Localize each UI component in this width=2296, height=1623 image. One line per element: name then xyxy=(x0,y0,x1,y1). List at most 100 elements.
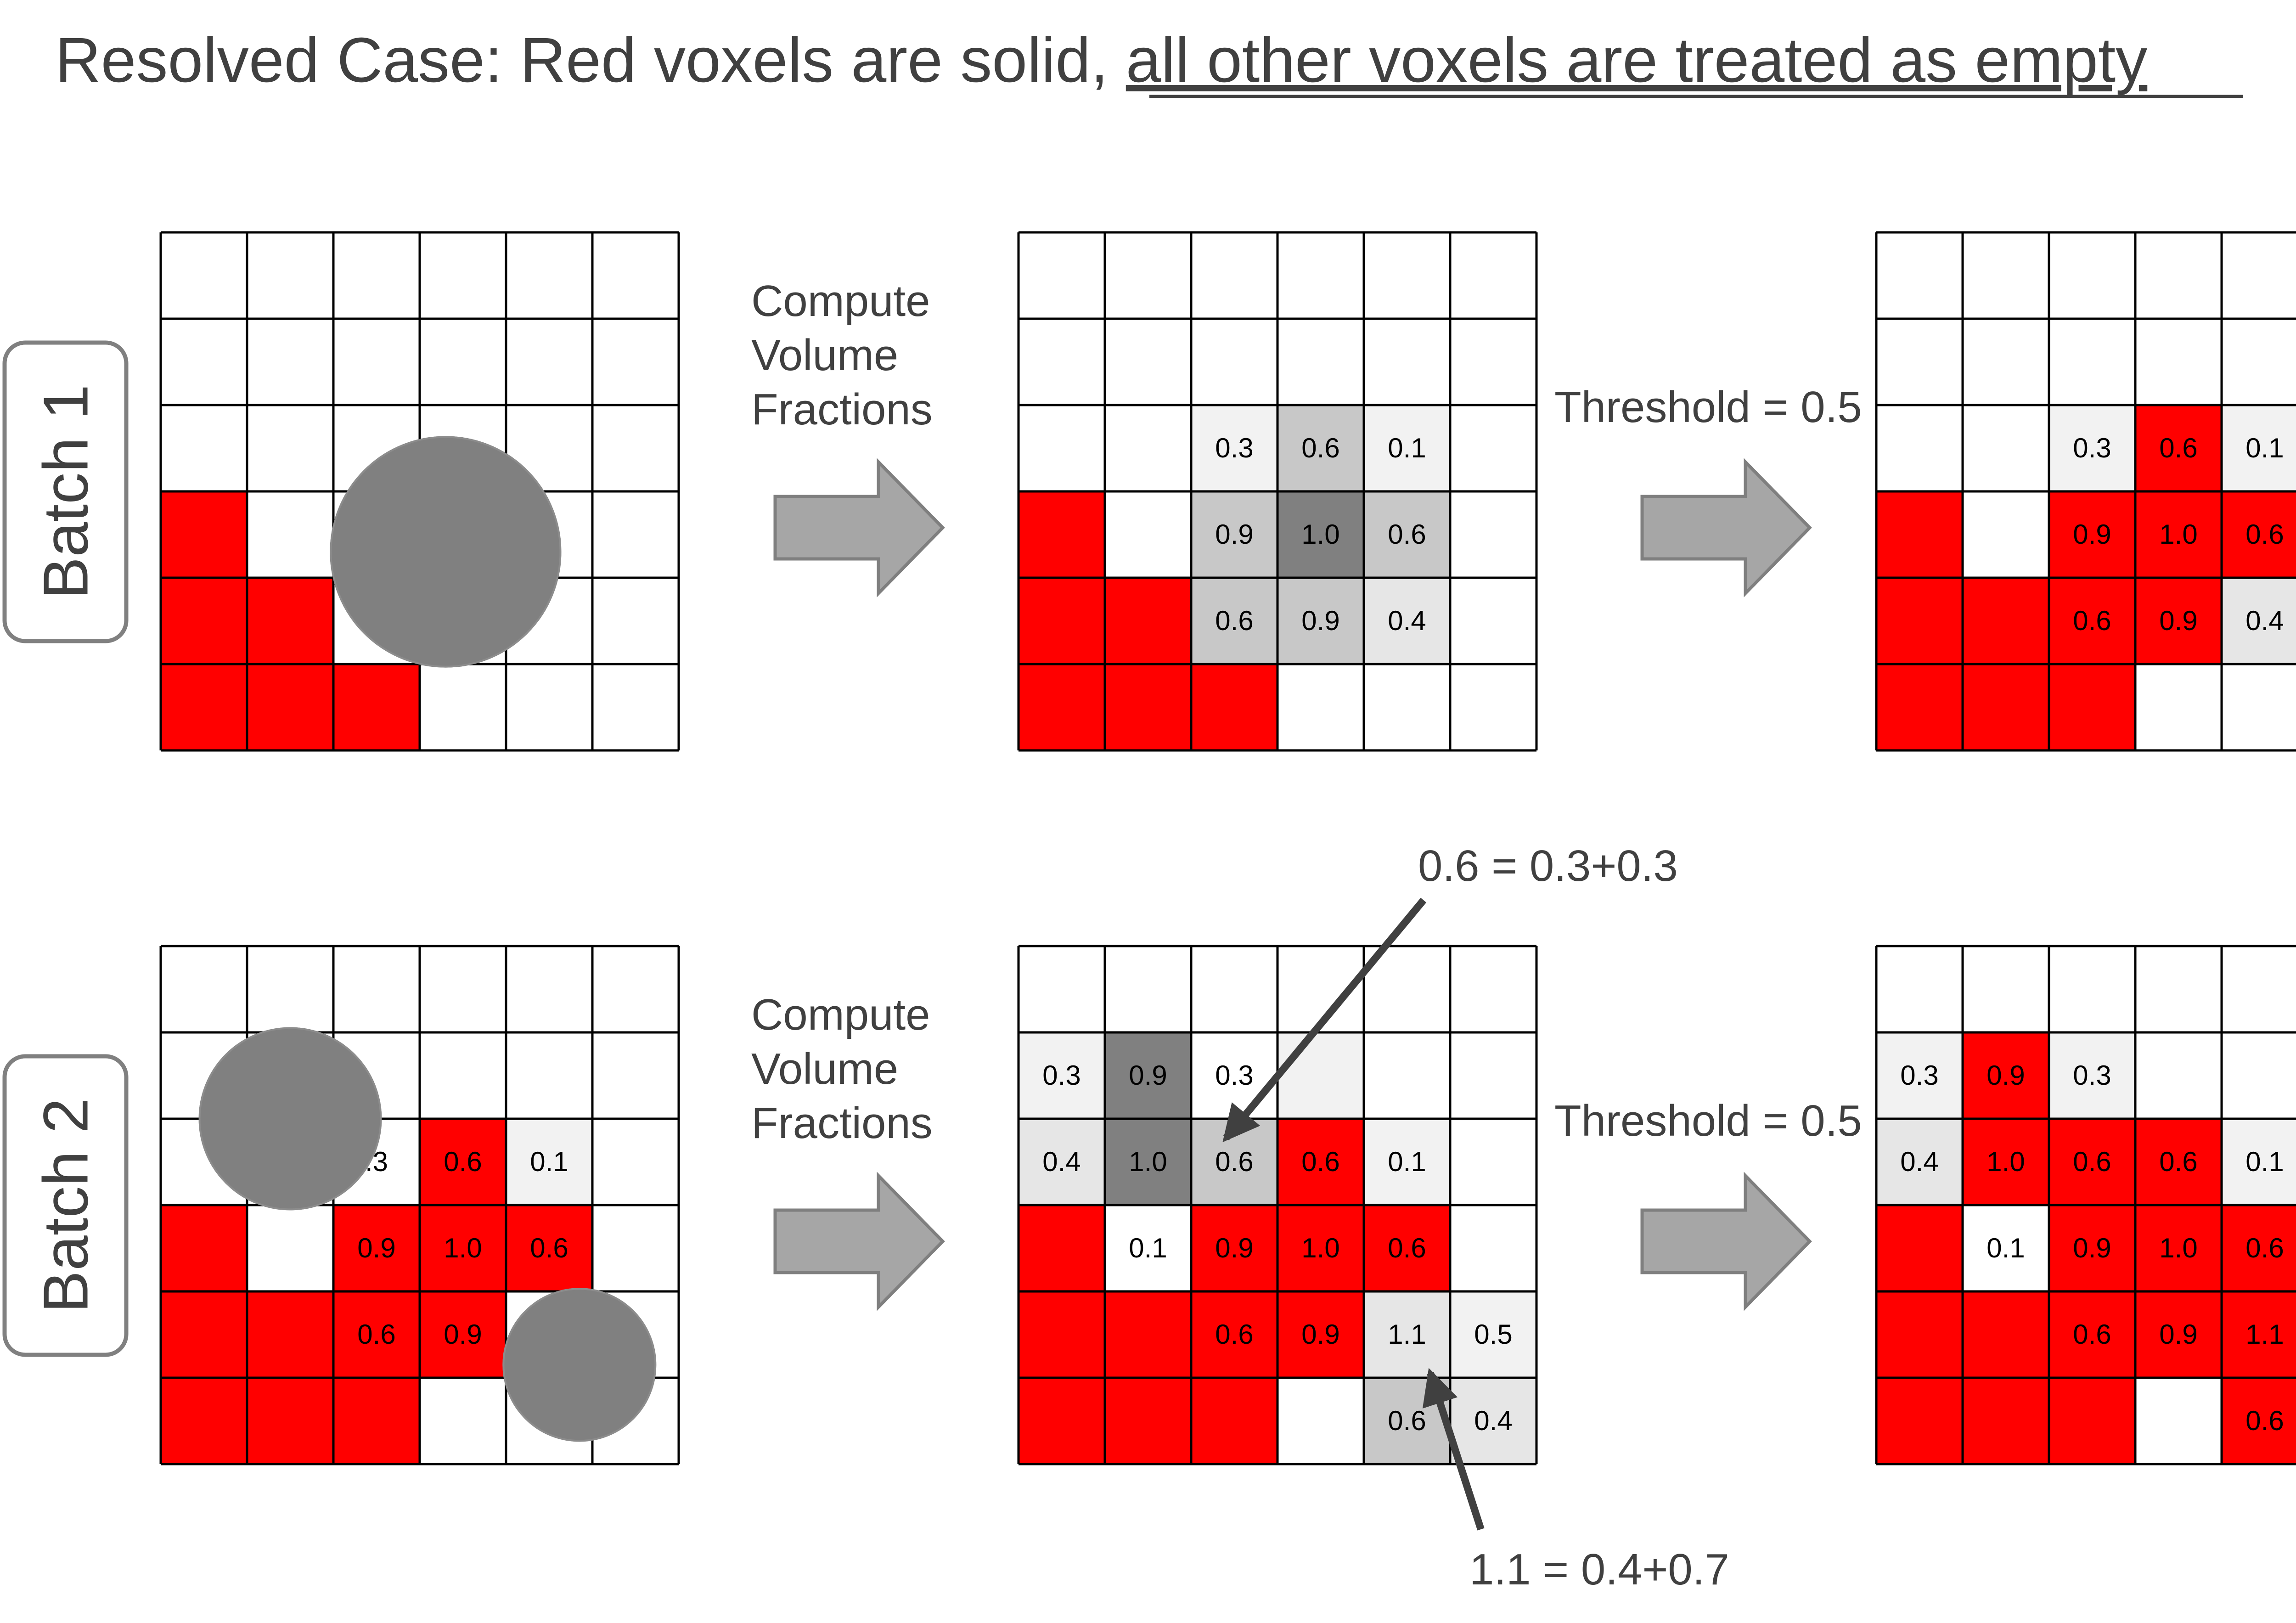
voxel-cell xyxy=(247,491,333,578)
voxel-cell xyxy=(1450,232,1536,319)
solid-voxel xyxy=(247,578,333,664)
threshold-label: Threshold = 0.5 xyxy=(1554,1096,1862,1145)
voxel-value: 0.1 xyxy=(1986,1233,2025,1263)
voxel-value: 0.6 xyxy=(1388,519,1426,550)
solid-voxel xyxy=(2049,491,2135,578)
voxel-cell xyxy=(1191,405,1277,491)
voxel-cell xyxy=(1450,578,1536,664)
voxel-cell xyxy=(1364,1032,1450,1119)
voxel-value: 1.0 xyxy=(2159,1233,2197,1263)
solid-voxel xyxy=(161,1291,247,1378)
solid-voxel xyxy=(1191,1291,1277,1378)
voxel-value: 0.6 xyxy=(1388,1405,1426,1436)
voxel-cell xyxy=(420,946,506,1032)
solid-voxel xyxy=(1963,578,2049,664)
annotation-arrow-top xyxy=(1222,897,1427,1143)
solid-voxel xyxy=(161,1205,247,1291)
solid-voxel xyxy=(420,1291,506,1378)
voxel-cell xyxy=(592,1205,679,1291)
solid-voxel xyxy=(1876,578,1963,664)
voxel-value: 0.6 xyxy=(444,1146,482,1177)
title-prefix: Resolved Case: Red voxels are solid, xyxy=(55,25,1126,96)
voxel-cell xyxy=(420,1032,506,1119)
voxel-cell xyxy=(1277,405,1364,491)
voxel-cell xyxy=(2135,319,2222,405)
compute-label-line: Fractions xyxy=(751,1099,933,1148)
voxel-value: 1.0 xyxy=(1129,1146,1167,1177)
voxel-cell xyxy=(1191,946,1277,1032)
voxel-cell xyxy=(333,946,420,1032)
voxel-value: 1.0 xyxy=(1986,1146,2025,1177)
voxel-cell xyxy=(333,319,420,405)
voxel-value: 0.9 xyxy=(1301,1319,1339,1350)
voxel-cell xyxy=(1277,1378,1364,1464)
solid-voxel xyxy=(1963,1032,2049,1119)
voxel-cell xyxy=(2222,1119,2296,1205)
threshold-label: Threshold = 0.5 xyxy=(1554,383,1862,432)
voxel-value: 1.0 xyxy=(1301,519,1339,550)
solid-voxel xyxy=(1019,1291,1105,1378)
voxel-cell xyxy=(1019,232,1105,319)
voxel-cell xyxy=(1450,491,1536,578)
batch-label-box xyxy=(2,1054,129,1357)
voxel-cell xyxy=(2222,319,2296,405)
solid-voxel xyxy=(1364,1205,1450,1291)
voxel-cell xyxy=(1963,405,2049,491)
voxel-cell xyxy=(1105,232,1191,319)
voxel-cell xyxy=(1105,946,1191,1032)
voxel-value: 0.3 xyxy=(1215,433,1253,463)
annotations: 0.6 = 0.3+0.31.1 = 0.4+0.7 xyxy=(1222,841,1729,1594)
solid-voxel xyxy=(1277,1291,1364,1378)
solid-voxel xyxy=(161,664,247,750)
threshold-arrow xyxy=(1640,458,1812,597)
compute-label-line: Fractions xyxy=(751,385,933,434)
voxel-cell xyxy=(592,946,679,1032)
voxel-value: 0.9 xyxy=(2073,1233,2111,1263)
solid-voxel xyxy=(2135,405,2222,491)
voxel-cell xyxy=(247,319,333,405)
voxel-cell xyxy=(1191,319,1277,405)
voxel-cell xyxy=(1105,491,1191,578)
voxel-value: 0.3 xyxy=(1215,1060,1253,1091)
solid-voxel xyxy=(1019,1205,1105,1291)
voxel-cell xyxy=(2049,319,2135,405)
solid-voxel xyxy=(333,664,420,750)
solid-voxel xyxy=(506,1205,592,1291)
voxel-value: 0.9 xyxy=(444,1319,482,1350)
voxel-cell xyxy=(1105,319,1191,405)
title-underlined: all other voxels are treated as empty xyxy=(1126,25,2147,96)
voxel-cell xyxy=(161,319,247,405)
voxel-cell xyxy=(2222,578,2296,664)
voxel-cell xyxy=(161,946,247,1032)
voxel-value: 1.1 xyxy=(2245,1319,2284,1350)
solid-voxel xyxy=(1019,491,1105,578)
voxel-cell xyxy=(1105,1032,1191,1119)
voxel-value: 0.1 xyxy=(1129,1233,1167,1263)
voxel-cell xyxy=(1105,1205,1191,1291)
voxel-cell xyxy=(161,232,247,319)
compute-arrow xyxy=(773,1172,945,1311)
voxel-value: 0.9 xyxy=(1301,605,1339,636)
voxel-cell xyxy=(506,1032,592,1119)
voxel-value: 0.1 xyxy=(2245,1146,2284,1177)
voxel-cell xyxy=(1450,664,1536,750)
solid-voxel xyxy=(333,1291,420,1378)
voxel-value: 0.6 xyxy=(2245,519,2284,550)
compute-label-line: Compute xyxy=(751,990,930,1039)
voxel-cell xyxy=(506,319,592,405)
voxel-cell xyxy=(247,1205,333,1291)
voxel-cell xyxy=(2222,405,2296,491)
voxel-cell xyxy=(1450,946,1536,1032)
voxel-value: 0.1 xyxy=(530,1146,568,1177)
voxel-cell xyxy=(506,664,592,750)
voxel-cell xyxy=(247,405,333,491)
solid-voxel xyxy=(420,1205,506,1291)
voxel-cell xyxy=(1019,319,1105,405)
solid-voxel xyxy=(1019,578,1105,664)
solid-voxel xyxy=(2135,1205,2222,1291)
voxel-cell xyxy=(420,664,506,750)
solid-voxel xyxy=(1105,578,1191,664)
solid-voxel xyxy=(1277,1119,1364,1205)
